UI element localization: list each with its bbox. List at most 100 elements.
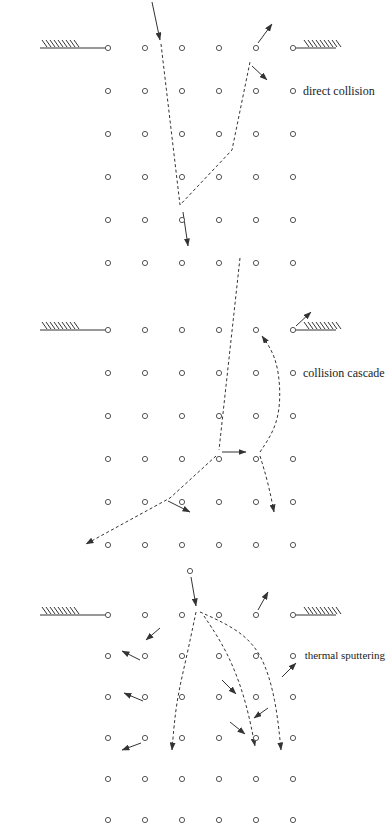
lattice-atom (142, 413, 147, 418)
surface-line (40, 614, 105, 615)
motion-arrow (258, 24, 272, 43)
lattice-atom (105, 817, 110, 822)
lattice-atom (105, 88, 110, 93)
lattice-atom (179, 370, 184, 375)
lattice-atom (142, 776, 147, 781)
mechanism-label: collision cascade (302, 366, 386, 380)
lattice-atom (253, 327, 258, 332)
lattice-atom (179, 735, 184, 740)
lattice-atom (179, 817, 184, 822)
lattice-atom (142, 499, 147, 504)
lattice-atom (253, 612, 258, 617)
lattice-atom (216, 735, 221, 740)
lattice-atom (253, 735, 258, 740)
lattice-atom (105, 413, 110, 418)
trajectory-dashed (161, 44, 250, 205)
lattice-atom (179, 694, 184, 699)
lattice-atom (105, 370, 110, 375)
lattice-atom (179, 653, 184, 658)
lattice-atom (253, 542, 258, 547)
lattice-atom (216, 456, 221, 461)
trajectory-dashed (219, 258, 240, 450)
lattice-atom (290, 612, 295, 617)
surface-hatch (74, 322, 79, 329)
lattice-atom (105, 131, 110, 136)
trajectory-dashed (260, 336, 280, 452)
lattice-atom (253, 131, 258, 136)
lattice-atom (179, 260, 184, 265)
lattice-atom (105, 694, 110, 699)
motion-arrow (252, 66, 267, 80)
lattice-atom (179, 45, 184, 50)
lattice-atom (216, 413, 221, 418)
trajectory-dashed (204, 616, 255, 746)
lattice-atom (216, 88, 221, 93)
lattice-atom (290, 327, 295, 332)
lattice-atom (179, 327, 184, 332)
lattice-atom (179, 542, 184, 547)
surface-line (40, 329, 105, 330)
lattice-atom (142, 735, 147, 740)
lattice-atom (290, 370, 295, 375)
lattice-atom (142, 88, 147, 93)
motion-arrow (191, 577, 196, 606)
lattice-atom (290, 88, 295, 93)
lattice-atom (179, 217, 184, 222)
lattice-atom (290, 735, 295, 740)
motion-arrow (296, 312, 311, 326)
lattice-atom (290, 131, 295, 136)
motion-arrow (254, 708, 268, 718)
lattice-atom (216, 612, 221, 617)
lattice-atom (290, 817, 295, 822)
lattice-atom (105, 456, 110, 461)
motion-arrow (124, 693, 143, 701)
lattice-atom (142, 817, 147, 822)
lattice-atom (216, 776, 221, 781)
lattice-atom (142, 694, 147, 699)
lattice-atom (253, 653, 258, 658)
lattice-atom (290, 260, 295, 265)
lattice-atom (142, 174, 147, 179)
lattice-atom (179, 499, 184, 504)
surface-hatch (336, 322, 341, 329)
lattice-atom (253, 45, 258, 50)
lattice-atom (142, 542, 147, 547)
motion-arrow (146, 628, 160, 640)
motion-arrow (152, 2, 160, 40)
surface-line (296, 47, 336, 48)
lattice-atom (179, 174, 184, 179)
lattice-atom (216, 694, 221, 699)
lattice-atom (290, 174, 295, 179)
lattice-atom (290, 45, 295, 50)
motion-arrow (282, 663, 296, 677)
lattice-atom (179, 131, 184, 136)
lattice-atom (290, 413, 295, 418)
lattice-atom (290, 456, 295, 461)
motion-arrow (258, 592, 268, 610)
lattice-atom (216, 174, 221, 179)
lattice-atom (142, 370, 147, 375)
lattice-atom (142, 260, 147, 265)
lattice-atom (253, 499, 258, 504)
motion-arrow (222, 680, 236, 694)
motion-arrow (122, 743, 141, 750)
motion-arrow (230, 722, 245, 734)
lattice-atom (179, 456, 184, 461)
lattice-atom (105, 776, 110, 781)
lattice-atom (216, 260, 221, 265)
lattice-atom (216, 217, 221, 222)
lattice-atom (290, 542, 295, 547)
lattice-atom (253, 217, 258, 222)
lattice-atom (179, 88, 184, 93)
lattice-atom (290, 694, 295, 699)
lattice-atom (105, 260, 110, 265)
lattice-atom (142, 653, 147, 658)
lattice-atom (105, 217, 110, 222)
lattice-atom (216, 131, 221, 136)
lattice-atom (179, 413, 184, 418)
lattice-atom (142, 456, 147, 461)
lattice-atom (105, 327, 110, 332)
surface-line (40, 47, 105, 48)
lattice-atom (253, 370, 258, 375)
surface-hatch (74, 40, 79, 47)
